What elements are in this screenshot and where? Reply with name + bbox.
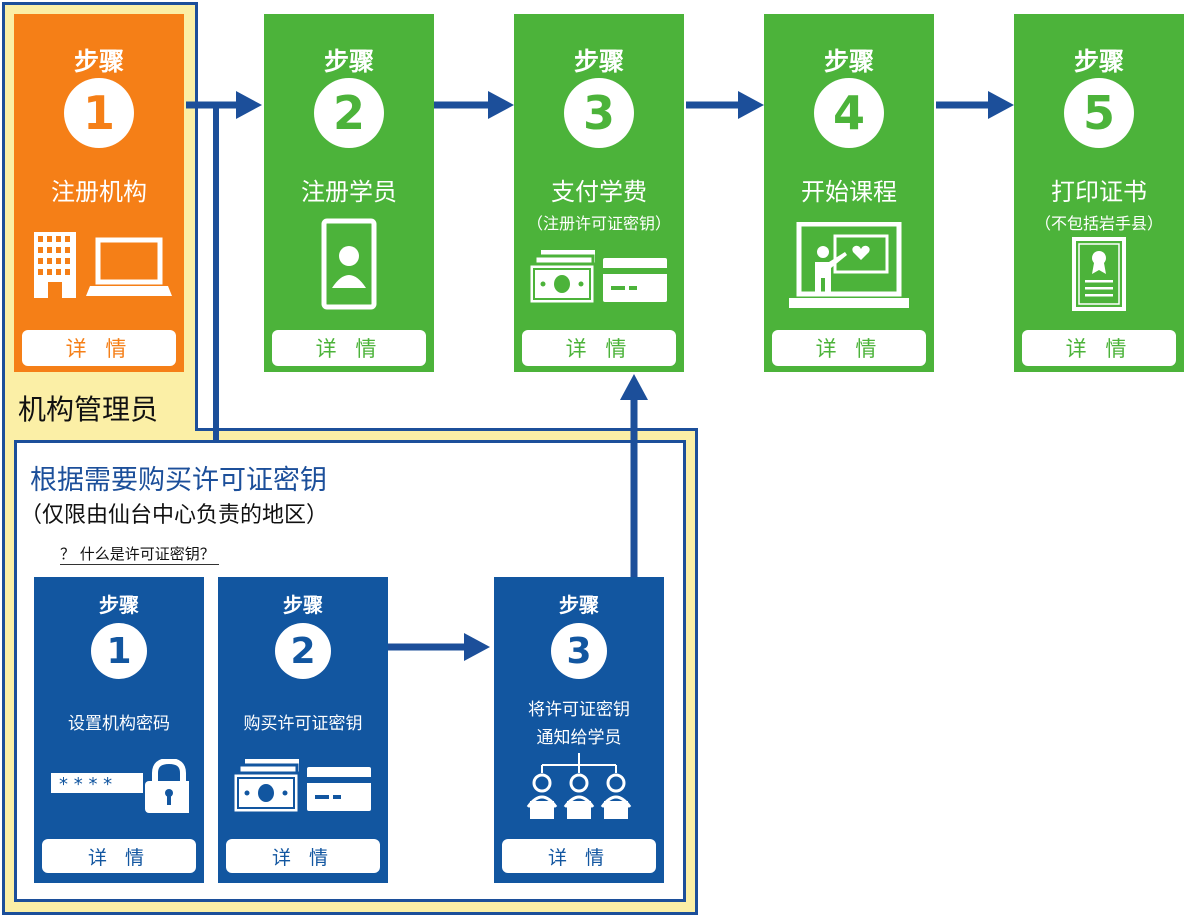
detail-button[interactable]: 详 情 bbox=[522, 330, 676, 366]
step-number-badge: 3 bbox=[551, 623, 607, 679]
step-number-badge: 5 bbox=[1064, 78, 1134, 148]
money-card-icon bbox=[514, 250, 684, 314]
step-number-badge: 2 bbox=[314, 78, 384, 148]
step-label: 步骤 bbox=[573, 47, 624, 76]
step-number-badge: 3 bbox=[564, 78, 634, 148]
detail-button[interactable]: 详 情 bbox=[22, 330, 176, 366]
money-card-icon bbox=[218, 759, 388, 823]
license-step-card-3: 步骤 3 将许可证密钥通知给学员 详 情 bbox=[494, 577, 664, 883]
step-subtitle: （不包括岩手县） bbox=[1034, 214, 1163, 233]
step-label: 步骤 bbox=[823, 47, 874, 76]
step-label: 步骤 bbox=[323, 47, 374, 76]
detail-button[interactable]: 详 情 bbox=[42, 839, 196, 873]
org-users-icon bbox=[494, 753, 664, 827]
step-title: 打印证书 bbox=[1051, 178, 1147, 206]
license-subtitle: （仅限由仙台中心负责的地区） bbox=[20, 503, 329, 528]
step-label: 步骤 bbox=[99, 593, 139, 617]
admin-label: 机构管理员 bbox=[18, 393, 159, 426]
step-title: 开始课程 bbox=[801, 178, 897, 206]
password-lock-icon: * * * * bbox=[34, 757, 204, 819]
teacher-screen-icon bbox=[764, 221, 934, 316]
step-number-badge: 1 bbox=[91, 623, 147, 679]
step-title: 购买许可证密钥 bbox=[243, 714, 363, 734]
admin-panel-seam bbox=[5, 426, 195, 432]
step-title: 注册学员 bbox=[301, 178, 397, 206]
step-title: 将许可证密钥 bbox=[528, 700, 630, 720]
step-title: 设置机构密码 bbox=[68, 714, 170, 734]
building-laptop-icon bbox=[14, 230, 184, 304]
detail-button[interactable]: 详 情 bbox=[226, 839, 380, 873]
detail-button[interactable]: 详 情 bbox=[772, 330, 926, 366]
step-number-badge: 4 bbox=[814, 78, 884, 148]
detail-button[interactable]: 详 情 bbox=[272, 330, 426, 366]
step-label: 步骤 bbox=[283, 593, 323, 617]
step-number-badge: 2 bbox=[275, 623, 331, 679]
license-title: 根据需要购买许可证密钥 bbox=[30, 465, 327, 496]
step-title: 注册机构 bbox=[51, 178, 147, 206]
license-step-card-2: 步骤 2 购买许可证密钥 详 情 bbox=[218, 577, 388, 883]
step-label: 步骤 bbox=[559, 593, 599, 617]
step-label: 步骤 bbox=[1073, 47, 1124, 76]
step-subtitle: 通知给学员 bbox=[536, 728, 622, 748]
step-number-badge: 1 bbox=[64, 78, 134, 148]
detail-button[interactable]: 详 情 bbox=[1022, 330, 1176, 366]
svg-text:* * * *: * * * * bbox=[59, 774, 112, 795]
detail-button[interactable]: 详 情 bbox=[502, 839, 656, 873]
license-help-link[interactable]: ？ 什么是许可证密钥？ bbox=[60, 543, 219, 565]
step-label: 步骤 bbox=[73, 47, 124, 76]
smartphone-user-icon bbox=[264, 218, 434, 314]
step-subtitle: （注册许可证密钥） bbox=[526, 214, 671, 233]
license-step-card-1: 步骤 1 设置机构密码 * * * * 详 情 bbox=[34, 577, 204, 883]
step-title: 支付学费 bbox=[551, 178, 647, 206]
certificate-icon bbox=[1014, 236, 1184, 316]
